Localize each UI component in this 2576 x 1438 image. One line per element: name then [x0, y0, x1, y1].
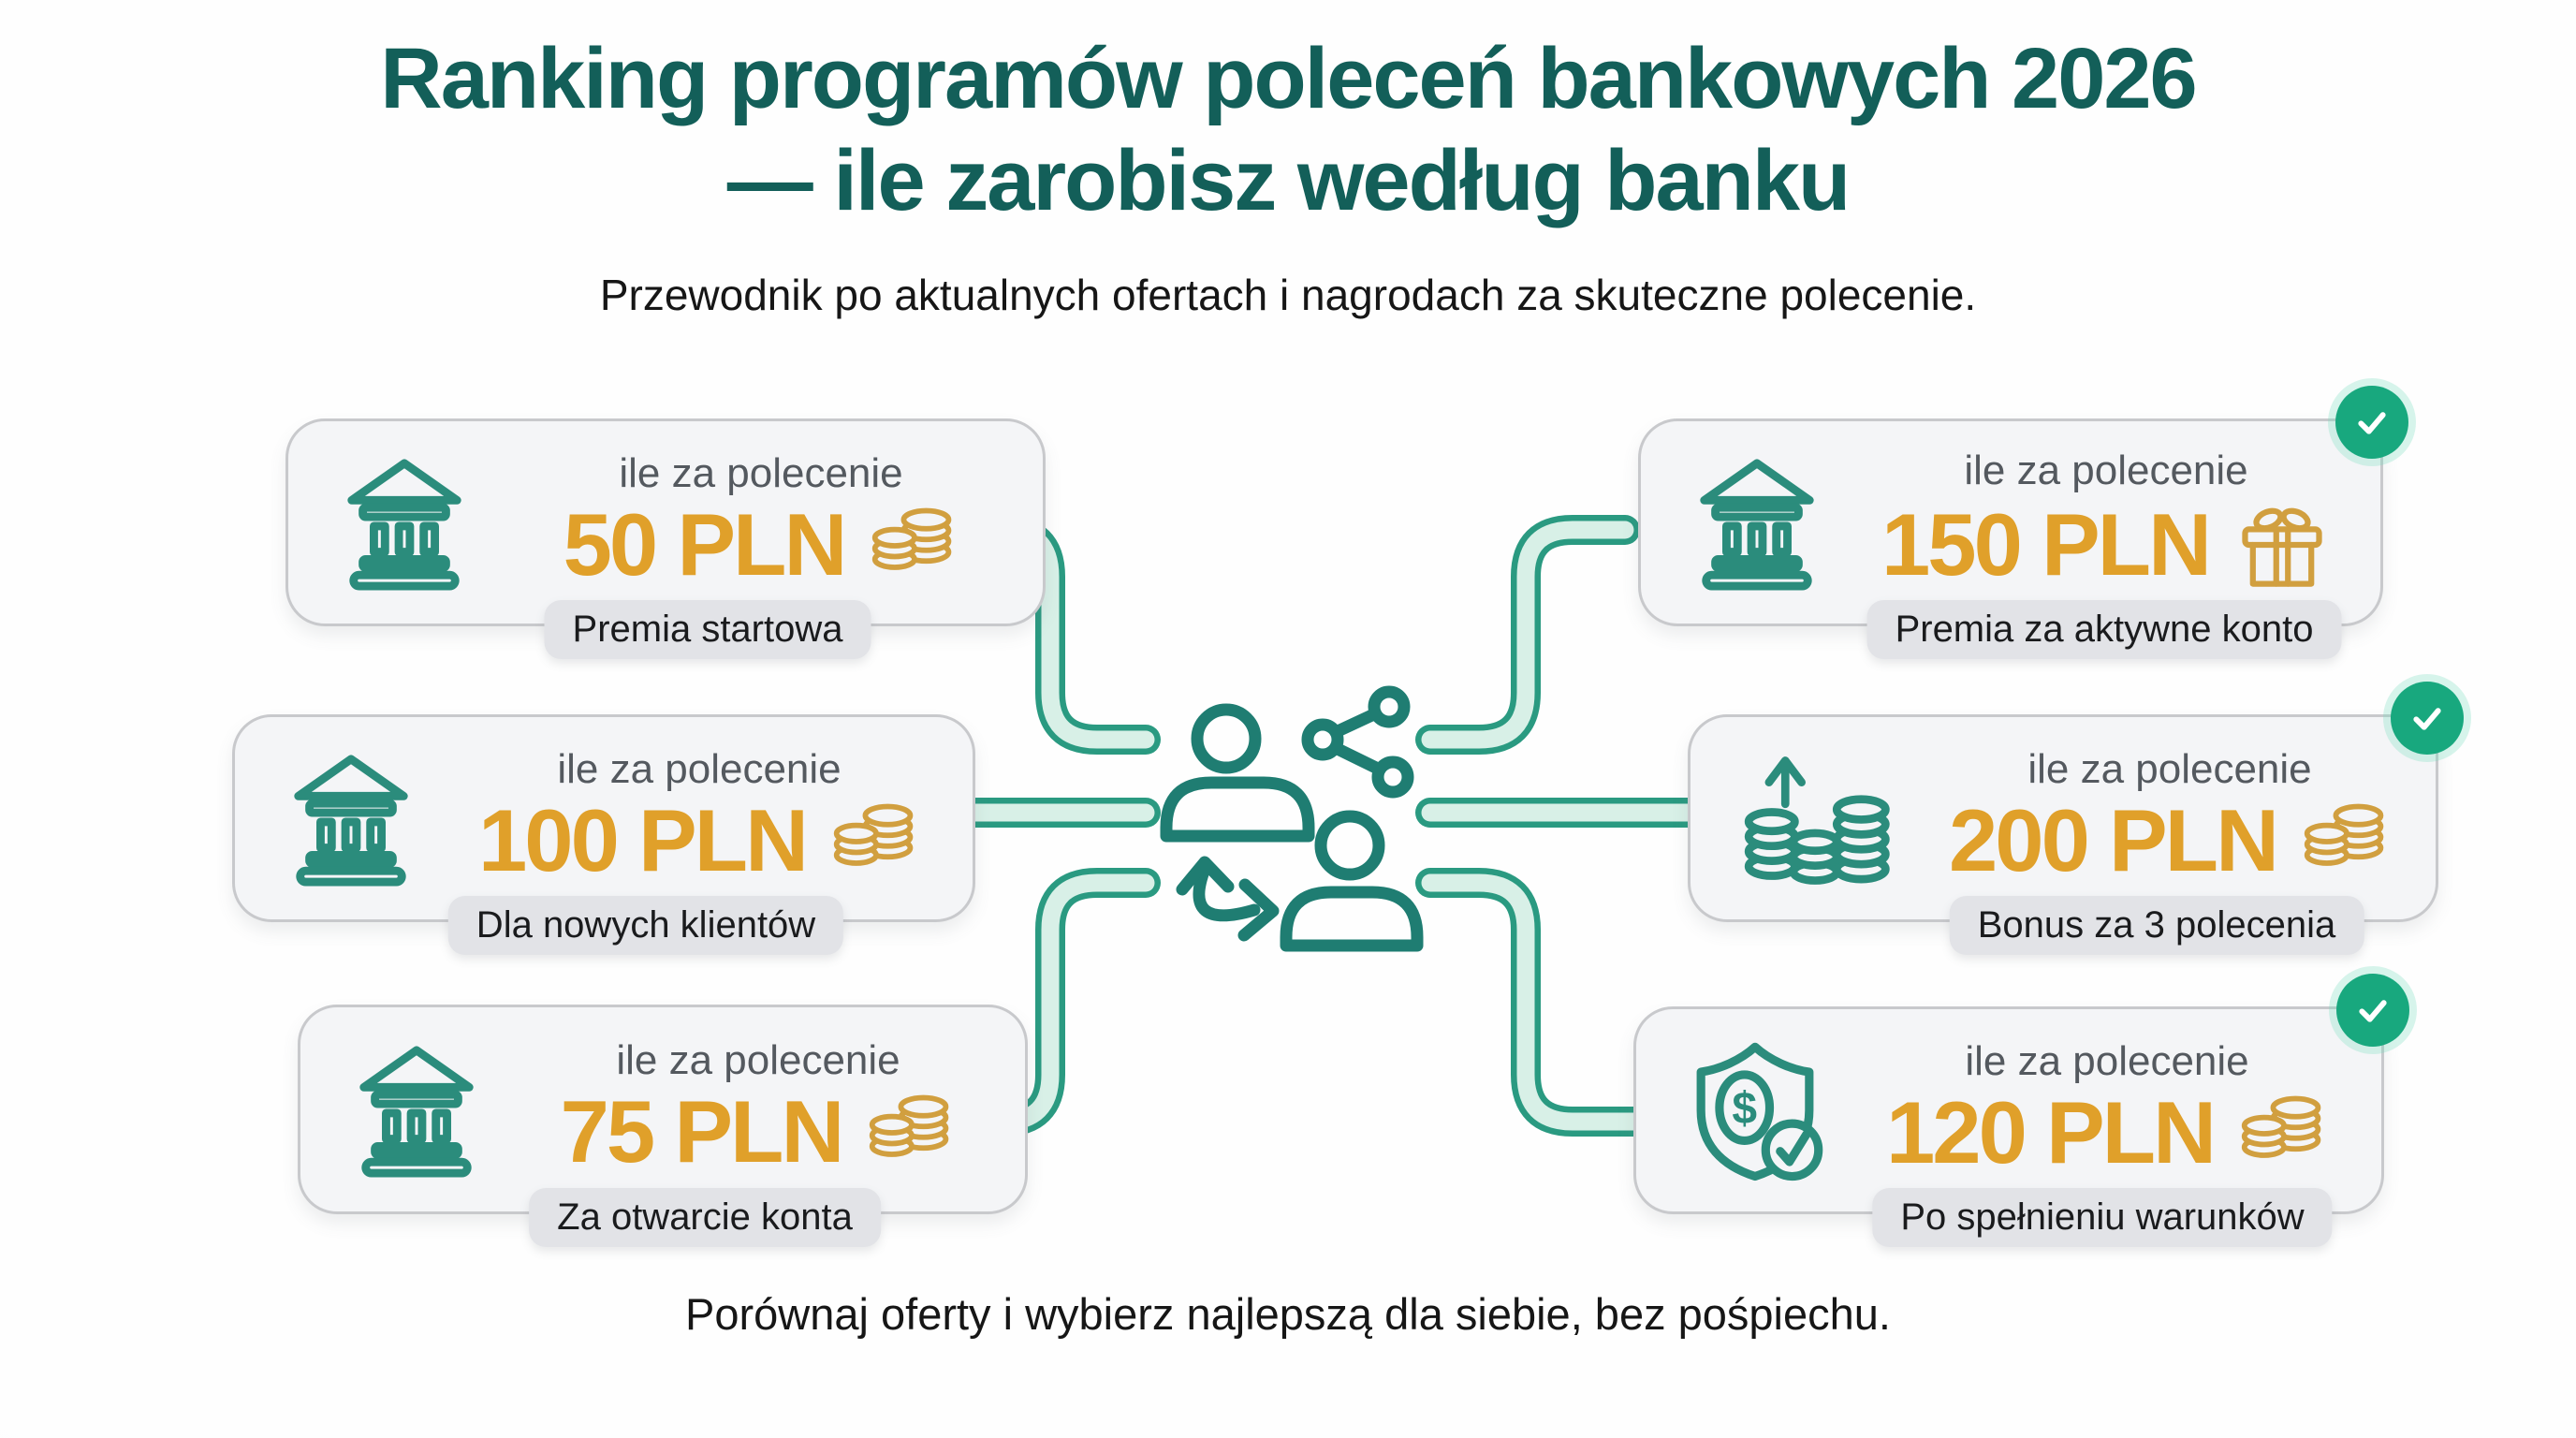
card-label: ile za polecenie [557, 745, 842, 792]
coins-icon [869, 500, 959, 590]
card-badge: Za otwarcie konta [529, 1188, 881, 1247]
offer-card-200pln: ile za polecenie 200 PLN Bonus za 3 pole… [1688, 682, 2464, 955]
card-body: ile za polecenie 120 PLN [1866, 1038, 2348, 1180]
header: Ranking programów poleceń bankowych 2026… [0, 28, 2576, 231]
card-body: ile za polecenie 100 PLN [460, 746, 939, 888]
bank-icon [280, 750, 422, 887]
amount-text: 50 PLN [563, 494, 848, 594]
gift-icon [2233, 496, 2331, 594]
offer-card-120pln: ile za polecenie 120 PLN Po spełnieniu w… [1633, 974, 2409, 1247]
offer-card-75pln: ile za polecenie 75 PLN Za otwarcie kont… [298, 1005, 1028, 1247]
card-badge: Po spełnieniu warunków [1872, 1188, 2333, 1247]
amount-row: 100 PLN [478, 790, 920, 889]
card-label: ile za polecenie [1965, 1037, 2249, 1084]
amount-text: 120 PLN [1886, 1082, 2217, 1181]
card-body: ile za polecenie 50 PLN [513, 450, 1009, 592]
card-label: ile za polecenie [2027, 745, 2312, 792]
offer-card-50pln: ile za polecenie 50 PLN Premia startowa [285, 418, 1046, 659]
card-badge: Premia startowa [544, 600, 871, 659]
amount-row: 150 PLN [1881, 496, 2331, 594]
card-badge: Dla nowych klientów [447, 896, 844, 955]
card-body: ile za polecenie 150 PLN [1866, 448, 2347, 594]
check-icon [2359, 1000, 2387, 1022]
connector-right-bottom [1415, 868, 1653, 1137]
title-line-2: — ile zarobisz według banku [726, 132, 1851, 228]
amount-row: 120 PLN [1886, 1082, 2328, 1181]
amount-row: 75 PLN [560, 1081, 957, 1181]
card-label: ile za polecenie [616, 1036, 900, 1083]
center-illustration [1160, 685, 1424, 952]
bank-icon [333, 454, 476, 591]
shield-check-icon [1681, 1036, 1829, 1184]
coins-growth-icon [1735, 747, 1900, 889]
amount-text: 75 PLN [560, 1081, 845, 1181]
amount-text: 200 PLN [1949, 790, 2279, 889]
person-icon [1280, 810, 1424, 952]
card-body: ile za polecenie 200 PLN [1938, 746, 2402, 888]
title-line-1: Ranking programów poleceń bankowych 2026 [380, 31, 2197, 126]
coins-icon [830, 796, 920, 886]
page-title: Ranking programów poleceń bankowych 2026… [0, 28, 2576, 231]
amount-row: 50 PLN [563, 494, 959, 594]
bank-icon [345, 1041, 488, 1178]
card-label: ile za polecenie [1964, 448, 2248, 493]
check-badge [2391, 682, 2464, 755]
card-badge: Premia za aktywne konto [1866, 600, 2342, 659]
check-icon [2413, 708, 2441, 730]
card-badge: Bonus za 3 polecenia [1949, 896, 2364, 955]
share-network-icon [1301, 685, 1414, 799]
check-icon [2358, 412, 2386, 434]
offer-card-100pln: ile za polecenie 100 PLN Dla nowych klie… [232, 714, 975, 955]
connector-right-top [1415, 515, 1640, 755]
amount-row: 200 PLN [1949, 790, 2391, 889]
coins-icon [2238, 1088, 2328, 1178]
check-badge [2336, 974, 2409, 1047]
amount-text: 100 PLN [478, 790, 809, 889]
coins-icon [866, 1087, 956, 1177]
amount-text: 150 PLN [1881, 494, 2212, 594]
card-body: ile za polecenie 75 PLN [525, 1037, 991, 1179]
check-badge [2335, 386, 2408, 459]
subtitle: Przewodnik po aktualnych ofertach i nagr… [599, 271, 1977, 319]
coins-icon [2301, 796, 2391, 886]
card-label: ile za polecenie [619, 449, 903, 496]
offer-card-150pln: ile za polecenie 150 PLN Premia za aktyw… [1638, 386, 2408, 659]
footer-note: Porównaj oferty i wybierz najlepszą dla … [685, 1289, 1891, 1339]
person-icon [1160, 703, 1315, 843]
swap-arrows-icon [1176, 856, 1280, 942]
bank-icon [1686, 454, 1828, 591]
